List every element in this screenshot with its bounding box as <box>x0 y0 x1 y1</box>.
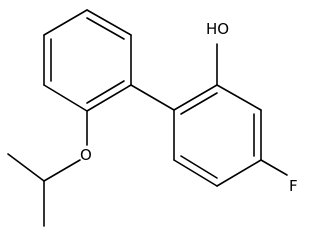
bond-to-fluorine <box>260 159 288 176</box>
chemical-structure-diagram: HO O F <box>7 9 298 227</box>
bond-ring-b-bottom-right <box>216 159 262 187</box>
bond-oxygen-to-isopropyl <box>43 159 81 182</box>
upper-benzene-ring <box>43 9 132 112</box>
bond-ring-b-bottom-left <box>173 159 218 187</box>
fluorine-label: F <box>289 177 298 195</box>
bond-ring-a-upper-left <box>43 9 88 36</box>
bond-ring-b-top-right <box>216 84 262 111</box>
biaryl-bond <box>130 84 175 111</box>
bond-ring-a-lower-right <box>86 84 132 112</box>
bond-ring-a-top <box>86 9 132 36</box>
ether-oxygen-label: O <box>80 146 92 164</box>
bond-ring-a-lower-left <box>43 84 88 112</box>
hydroxyl-label: HO <box>206 20 229 38</box>
bond-ring-a-top-inner <box>86 17 125 40</box>
bond-ring-b-bottom-left-inner <box>180 155 218 179</box>
bond-ring-b-top-left-inner <box>180 92 218 115</box>
bond-ring-b-top-left <box>173 84 218 111</box>
bond-ring-a-lower-right-inner <box>86 80 125 104</box>
bond-isopropyl-methyl-left <box>7 153 45 182</box>
lower-benzene-ring <box>173 84 262 187</box>
